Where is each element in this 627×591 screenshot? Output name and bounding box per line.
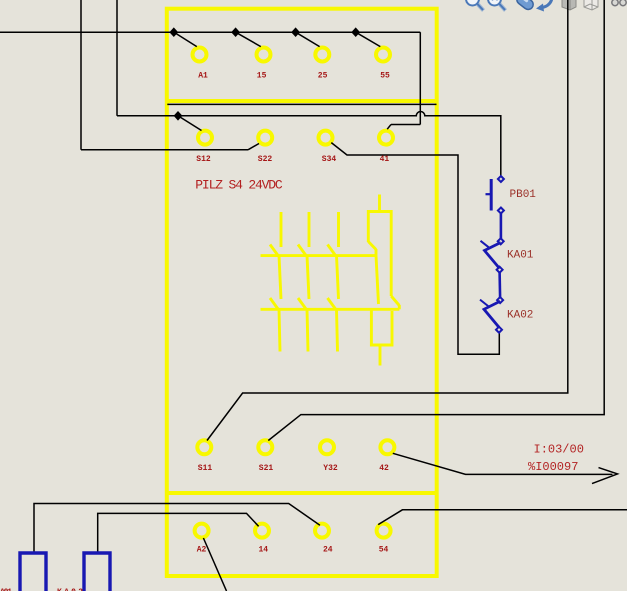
svg-text:S22: S22 (258, 155, 273, 164)
svg-text:A01: A01 (0, 588, 12, 591)
svg-text:25: 25 (318, 72, 328, 81)
svg-text:Y32: Y32 (323, 464, 338, 473)
svg-text:14: 14 (258, 546, 268, 555)
svg-text:S34: S34 (322, 155, 337, 164)
svg-text:S12: S12 (196, 155, 211, 164)
svg-text:KA02: KA02 (507, 310, 533, 322)
svg-text:A2: A2 (197, 546, 207, 555)
svg-text:41: 41 (380, 155, 390, 164)
svg-text:15: 15 (257, 72, 267, 81)
svg-text:24: 24 (323, 546, 333, 555)
svg-text:PILZ S4 24VDC: PILZ S4 24VDC (195, 178, 283, 193)
svg-text:KA01: KA01 (507, 250, 534, 262)
svg-text:S21: S21 (259, 464, 274, 473)
svg-text:PB01: PB01 (510, 189, 537, 201)
svg-text:%I00097: %I00097 (528, 460, 578, 474)
svg-text:55: 55 (380, 72, 390, 81)
svg-text:S11: S11 (198, 464, 213, 473)
svg-text:I:03/00: I:03/00 (534, 443, 584, 457)
svg-text:42: 42 (379, 464, 389, 473)
svg-text:54: 54 (379, 546, 389, 555)
svg-text:A1: A1 (198, 72, 208, 81)
